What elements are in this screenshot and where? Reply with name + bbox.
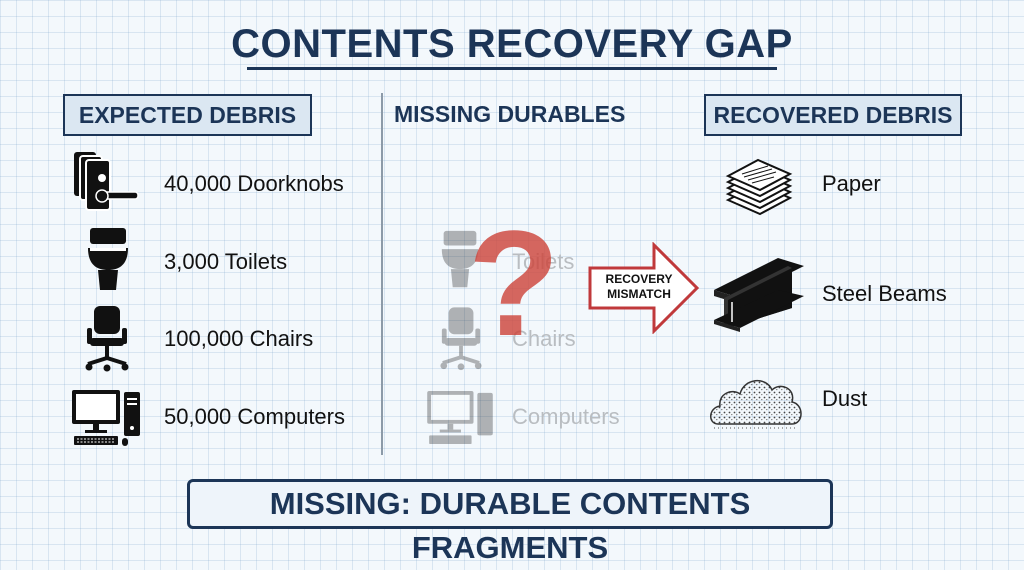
- toilet-icon: [86, 228, 130, 292]
- page-title: CONTENTS RECOVERY GAP: [231, 22, 793, 66]
- title-underline: [247, 67, 777, 70]
- missing-item-chairs: Chairs: [512, 326, 576, 351]
- missing-durables-header: MISSING DURABLES: [394, 101, 626, 127]
- toilet-icon: [440, 229, 480, 291]
- steel-beam-icon: [712, 256, 806, 332]
- missing-item-toilets: Toilets: [512, 249, 575, 274]
- expected-item-toilets: 3,000 Toilets: [164, 249, 288, 274]
- dust-cloud-icon: [708, 366, 804, 434]
- expected-item-chairs: 100,000 Chairs: [164, 326, 314, 351]
- arrow-label-line2: MISMATCH: [607, 287, 671, 301]
- expected-item-doorknobs: 40,000 Doorknobs: [164, 171, 344, 196]
- expected-debris-header: EXPECTED DEBRIS: [63, 94, 312, 136]
- computer-icon: [72, 390, 140, 446]
- door-handle-icon: [72, 150, 140, 216]
- paper-stack-icon: [724, 156, 794, 222]
- arrow-label: RECOVERY MISMATCH: [592, 272, 686, 302]
- expected-item-computers: 50,000 Computers: [164, 404, 345, 429]
- recovered-debris-header: RECOVERED DEBRIS: [704, 94, 962, 136]
- arrow-label-line1: RECOVERY: [605, 272, 673, 286]
- question-mark-icon: ?: [468, 199, 560, 367]
- computer-icon: [427, 391, 493, 445]
- recovered-item-steel-beams: Steel Beams: [822, 281, 947, 306]
- missing-summary-banner: MISSING: DURABLE CONTENTS FRAGMENTS: [187, 479, 833, 565]
- recovered-item-paper: Paper: [822, 171, 881, 196]
- office-chair-icon: [84, 306, 130, 372]
- column-divider: [381, 93, 383, 455]
- recovered-item-dust: Dust: [822, 386, 868, 411]
- missing-item-computers: Computers: [512, 404, 620, 429]
- office-chair-icon: [439, 307, 483, 371]
- recovery-mismatch-arrow: [588, 241, 700, 339]
